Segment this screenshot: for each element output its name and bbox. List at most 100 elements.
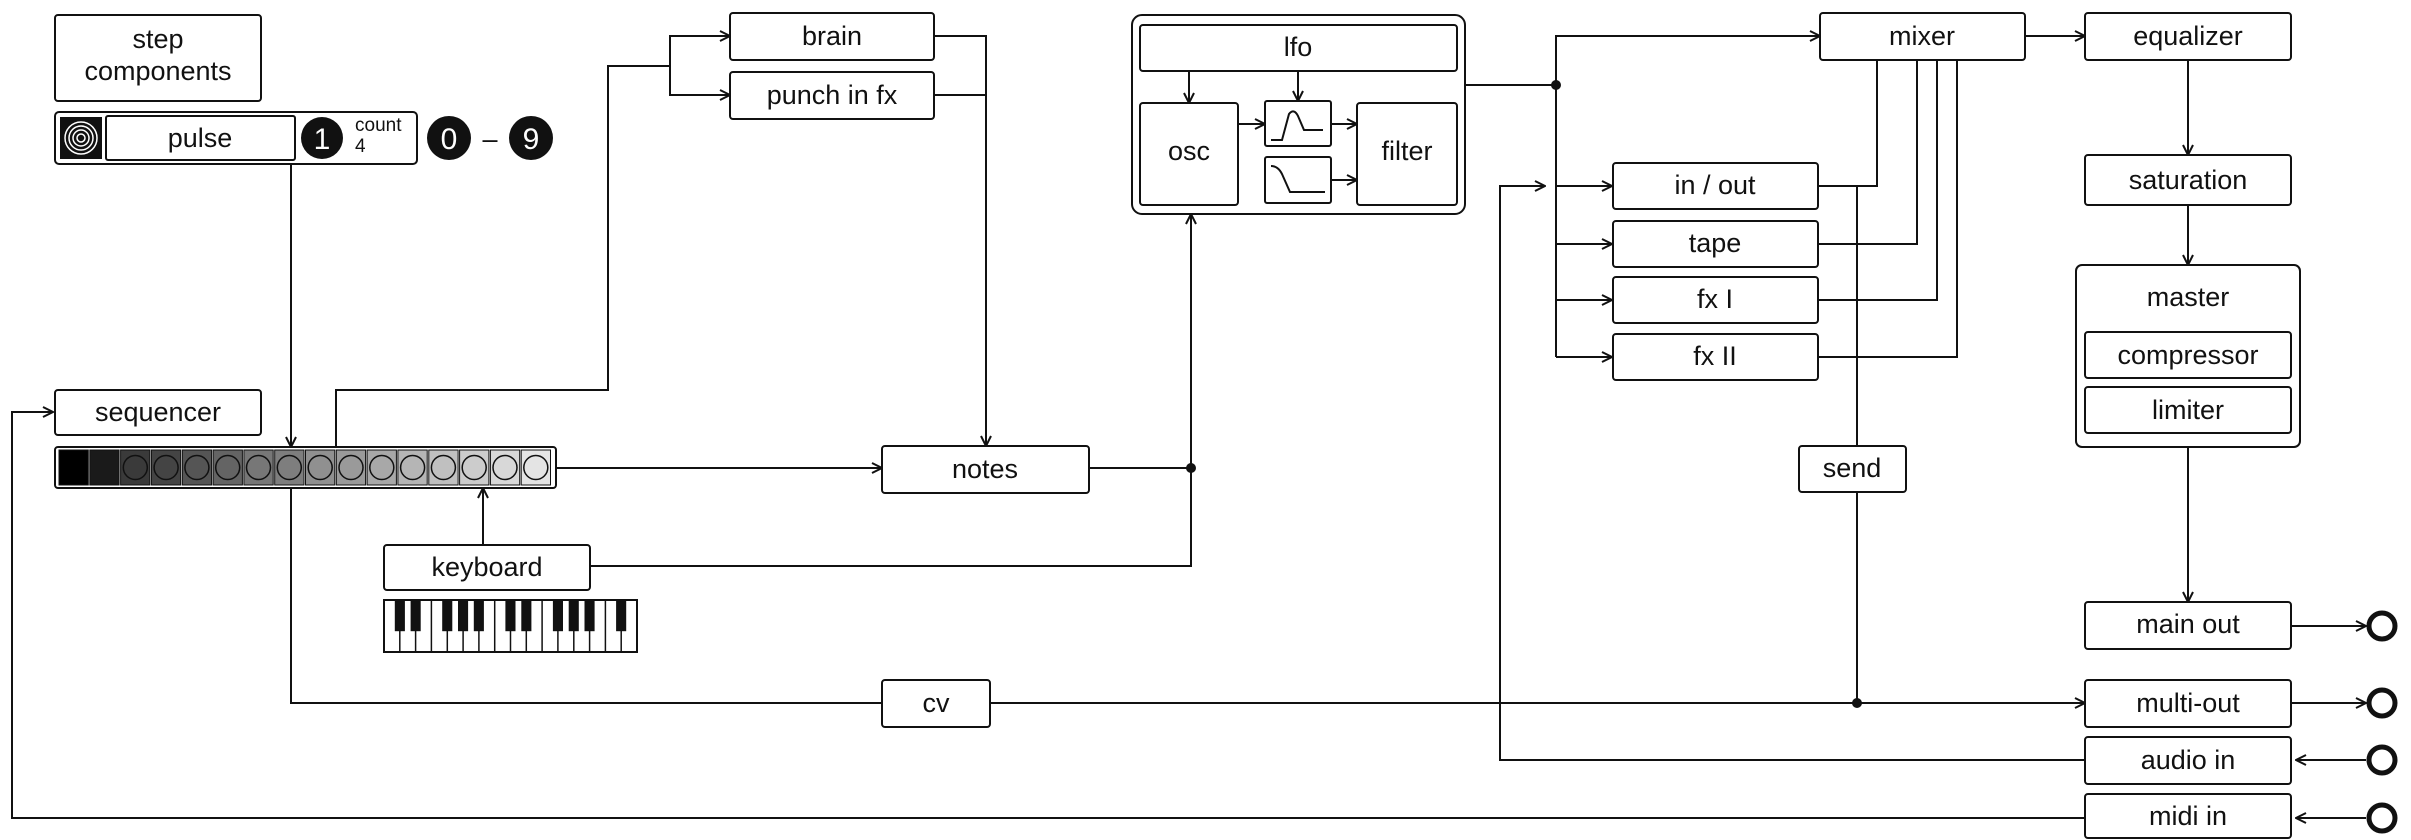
step-components-label-line1: step: [132, 24, 183, 54]
step-ring-icon: [430, 454, 457, 481]
send-box: send: [1798, 445, 1907, 493]
black-key: [552, 600, 563, 632]
filter-curve-icon: [1270, 165, 1325, 193]
synth-module: lfo osc filter: [1131, 14, 1466, 215]
step-ring-icon: [122, 454, 149, 481]
in-out-label: in / out: [1674, 170, 1756, 200]
compressor-label: compressor: [2117, 340, 2258, 370]
midi-in-box: midi in: [2084, 793, 2292, 839]
notes-label: notes: [952, 454, 1018, 484]
pulse-label-box: [105, 115, 296, 161]
sequencer-box: sequencer: [54, 389, 262, 436]
range-start: 0: [441, 123, 458, 156]
envelope-icon: [1271, 110, 1323, 141]
sequencer-step: [89, 449, 120, 486]
range-end: 9: [523, 123, 540, 156]
audio-in-box: audio in: [2084, 736, 2292, 785]
step-ring-icon: [369, 454, 395, 481]
multi-out-label: multi-out: [2136, 688, 2240, 718]
step-ring-icon: [338, 454, 364, 481]
target-icon: [64, 121, 98, 155]
step-ring-icon: [492, 454, 518, 481]
main-out-box: main out: [2084, 601, 2292, 650]
master-box: master compressor limiter: [2075, 264, 2301, 448]
tape-label: tape: [1689, 228, 1742, 258]
filter-label: filter: [1381, 136, 1432, 166]
black-key: [458, 600, 469, 632]
range-dash: –: [482, 124, 497, 154]
in-out-box: in / out: [1612, 162, 1819, 210]
step-components-label-line2: components: [84, 56, 231, 86]
master-title: master: [2147, 282, 2230, 312]
pulse-component: pulse 1 count 4: [54, 111, 418, 165]
saturation-label: saturation: [2129, 165, 2248, 195]
step-components-box: step components: [54, 14, 262, 102]
fx2-label: fx II: [1693, 341, 1737, 371]
equalizer-box: equalizer: [2084, 12, 2292, 61]
black-key: [410, 600, 421, 632]
midi-in-label: midi in: [2149, 801, 2227, 831]
sequencer-step: [58, 449, 89, 486]
audio-in-jack-icon: [2366, 744, 2398, 776]
lfo-label: lfo: [1284, 32, 1313, 62]
send-label: send: [1823, 453, 1882, 483]
mixer-label: mixer: [1889, 21, 1955, 51]
tape-box: tape: [1612, 220, 1819, 268]
step-ring-icon: [461, 454, 487, 481]
midi-in-jack-icon: [2366, 802, 2398, 834]
black-key: [473, 600, 484, 632]
fx1-box: fx I: [1612, 276, 1819, 324]
step-ring-icon: [153, 454, 179, 481]
step-number: 1: [314, 123, 331, 156]
fx2-box: fx II: [1612, 333, 1819, 381]
keyboard-box: keyboard: [383, 544, 591, 591]
main-out-jack-icon: [2366, 610, 2398, 642]
limiter-box: [2084, 386, 2292, 434]
main-out-label: main out: [2136, 609, 2240, 639]
pulse-label: pulse: [168, 123, 233, 153]
punch-in-fx-label: punch in fx: [767, 80, 898, 110]
black-key: [521, 600, 532, 632]
step-ring-icon: [276, 454, 303, 481]
saturation-box: saturation: [2084, 154, 2292, 206]
keyboard-label: keyboard: [431, 552, 542, 582]
black-key: [616, 600, 627, 632]
punch-in-fx-box: punch in fx: [729, 71, 935, 120]
pulse-icon-background: [60, 117, 102, 159]
range-indicator: 0 – 9: [427, 116, 553, 160]
step-ring-icon: [214, 454, 241, 481]
count-label: count: [355, 115, 402, 136]
range-start-badge: [427, 116, 471, 160]
filter-box: [1356, 102, 1458, 206]
osc-label: osc: [1168, 136, 1210, 166]
notes-box: notes: [881, 445, 1090, 494]
step-ring-icon: [307, 454, 333, 481]
sequencer-label: sequencer: [95, 397, 221, 427]
multi-out-box: multi-out: [2084, 679, 2292, 728]
mixer-box: mixer: [1819, 12, 2026, 61]
multi-out-jack-icon: [2366, 687, 2398, 719]
step-ring-icon: [523, 454, 549, 481]
step-ring-icon: [399, 454, 426, 481]
brain-label: brain: [802, 21, 862, 51]
compressor-box: [2084, 331, 2292, 379]
count-value: 4: [355, 136, 366, 157]
fx1-label: fx I: [1697, 284, 1733, 314]
black-key: [584, 600, 595, 632]
black-key: [394, 600, 405, 632]
cv-box: cv: [881, 679, 991, 728]
step-ring-icon: [184, 454, 210, 481]
brain-box: brain: [729, 12, 935, 61]
sequencer-steps: [54, 446, 557, 489]
cv-label: cv: [923, 688, 951, 718]
step-ring-icon: [245, 454, 272, 481]
range-end-badge: [509, 116, 553, 160]
limiter-label: limiter: [2152, 395, 2224, 425]
black-key: [505, 600, 516, 632]
equalizer-label: equalizer: [2133, 21, 2243, 51]
piano-keys-icon: [383, 599, 638, 653]
black-key: [568, 600, 579, 632]
audio-in-label: audio in: [2141, 745, 2236, 775]
filter-shape-box: [1264, 156, 1332, 204]
step-number-badge: [301, 117, 343, 159]
